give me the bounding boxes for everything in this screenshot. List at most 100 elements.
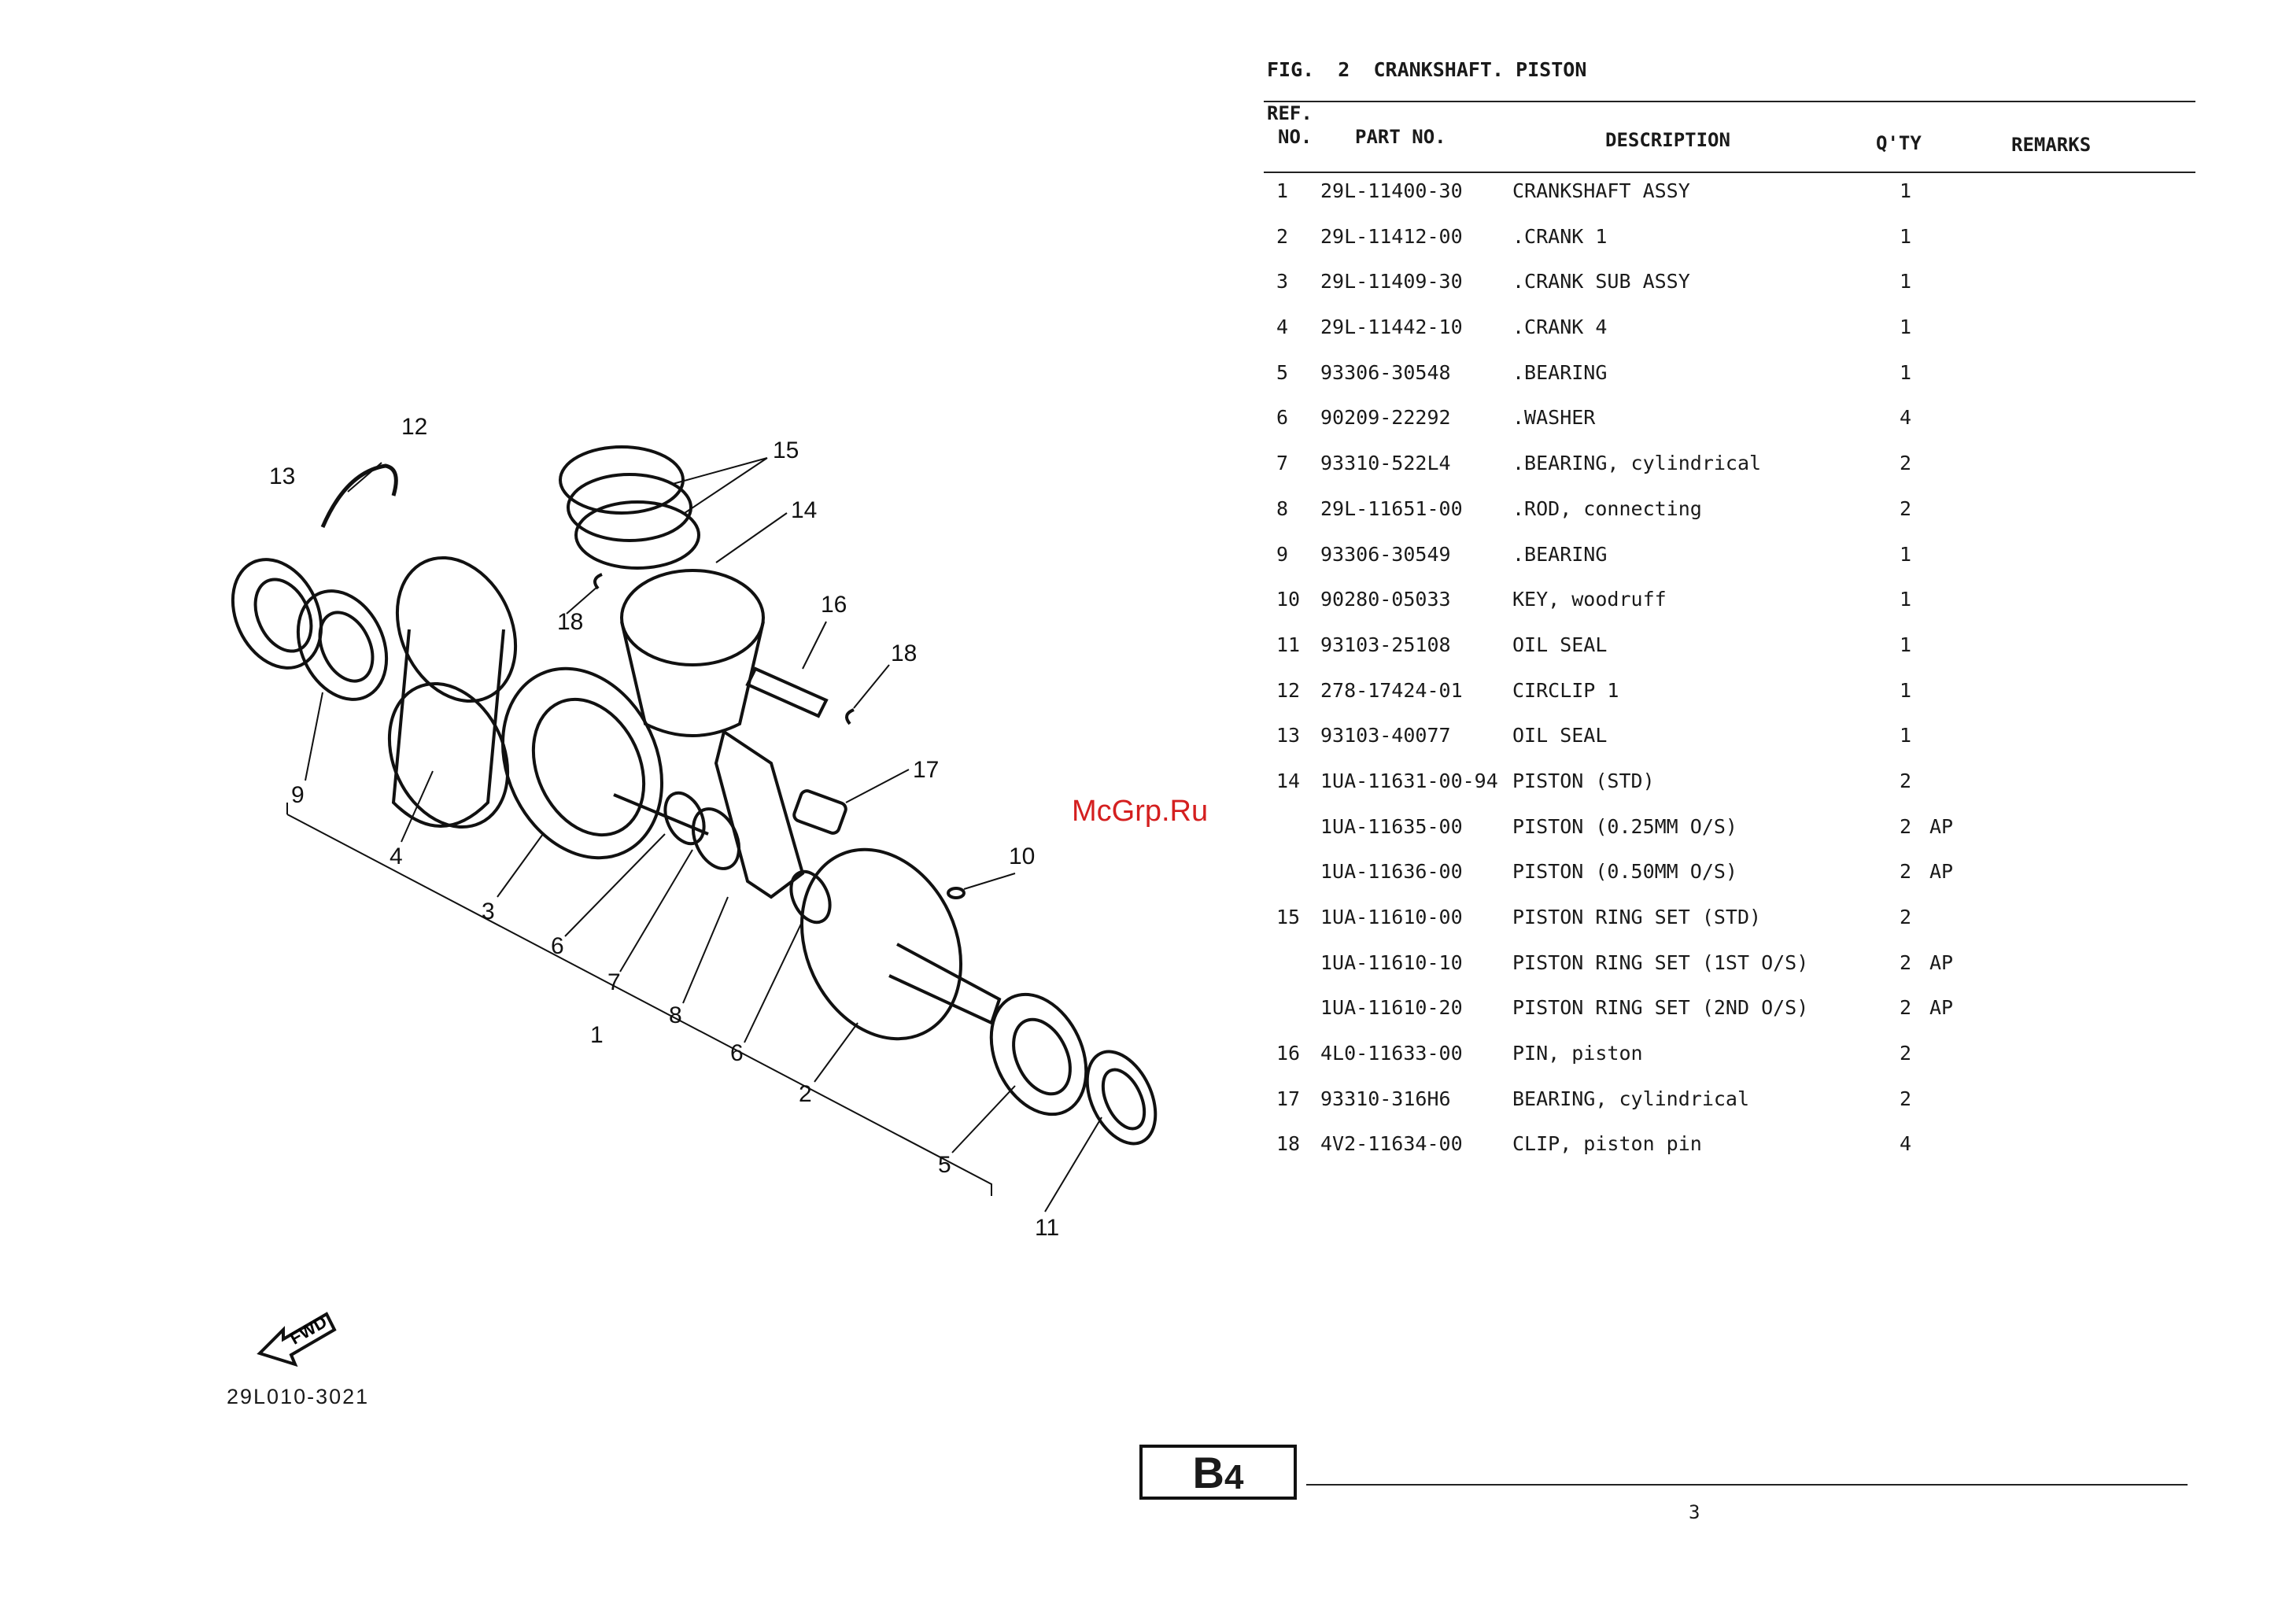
qty-cell: 2 (1900, 496, 1912, 520)
remarks-cell: AP (1929, 860, 1954, 884)
exploded-diagram: 13 12 15 14 18 16 18 17 9 4 3 6 7 1 8 6 … (205, 393, 1228, 1298)
bearing-9 (296, 589, 389, 701)
forward-arrow-icon: FWD (252, 1298, 346, 1369)
qty-cell: 2 (1900, 906, 1912, 928)
ref-cell: 13 (1276, 724, 1301, 747)
piston-pin-16 (745, 666, 829, 718)
qty-cell: 1 (1900, 678, 1912, 702)
description-cell: .BEARING (1512, 360, 1608, 384)
description-cell: .ROD, connecting (1512, 496, 1702, 520)
callout-13: 13 (269, 463, 295, 489)
circlip-12 (320, 463, 398, 528)
figure-title: FIG. 2 CRANKSHAFT. PISTON (1267, 58, 1587, 81)
ref-cell: 6 (1276, 406, 1289, 430)
ref-cell: 9 (1276, 542, 1289, 566)
description-cell: KEY, woodruff (1512, 588, 1667, 611)
qty-cell: 4 (1900, 406, 1912, 430)
crank-2 (799, 847, 1002, 1041)
part-no-cell: 278-17424-01 (1320, 678, 1463, 702)
callout-6a: 6 (551, 933, 564, 959)
description-cell: BEARING, cylindrical (1512, 1087, 1750, 1110)
page-badge-letter: B (1192, 1447, 1224, 1497)
qty-cell: 2 (1900, 452, 1912, 475)
qty-cell: 2 (1900, 814, 1912, 838)
qty-cell: 2 (1900, 769, 1912, 792)
description-cell: PISTON RING SET (1ST O/S) (1512, 950, 1809, 974)
description-cell: .CRANK SUB ASSY (1512, 270, 1690, 293)
header-bottom-rule (1264, 172, 2195, 173)
callout-18b: 18 (891, 640, 917, 666)
callout-3: 3 (482, 899, 495, 925)
ref-cell: 16 (1276, 1042, 1301, 1065)
part-no-cell: 29L-11442-10 (1320, 316, 1463, 339)
bearing-7 (691, 807, 741, 870)
description-cell: CIRCLIP 1 (1512, 678, 1619, 702)
ref-cell: 17 (1276, 1087, 1301, 1110)
ref-cell: 10 (1276, 588, 1301, 611)
col-remarks: REMARKS (2011, 134, 2092, 156)
qty-cell: 2 (1900, 1087, 1912, 1110)
part-no-cell: 93310-316H6 (1320, 1087, 1451, 1110)
page-number: 3 (1689, 1501, 1700, 1523)
description-cell: OIL SEAL (1512, 633, 1608, 656)
washer-6 (663, 791, 706, 846)
table-row: 17 93310-316H6 BEARING, cylindrical 2 (1267, 1087, 2195, 1133)
qty-cell: 4 (1900, 1132, 1912, 1156)
description-cell: .WASHER (1512, 406, 1596, 430)
woodruff-key-10 (947, 887, 966, 899)
piston-14 (620, 569, 765, 737)
header-top-rule (1264, 101, 2195, 102)
footer-rule (1306, 1484, 2188, 1486)
ref-cell: 2 (1276, 224, 1289, 248)
qty-cell: 2 (1900, 996, 1912, 1020)
part-no-cell: 1UA-11636-00 (1320, 860, 1463, 884)
qty-cell: 1 (1900, 542, 1912, 566)
crankshaft-piston-illustration: 13 12 15 14 18 16 18 17 9 4 3 6 7 1 8 6 … (231, 414, 1158, 1241)
callout-7: 7 (607, 969, 621, 995)
part-no-cell: 93310-522L4 (1320, 452, 1451, 475)
part-no-cell: 1UA-11631-00-94 (1320, 769, 1498, 792)
remarks-cell: AP (1929, 996, 1954, 1020)
washer-6b (789, 869, 832, 925)
description-cell: .CRANK 4 (1512, 316, 1608, 339)
remarks-cell: AP (1929, 950, 1954, 974)
callout-4: 4 (390, 843, 403, 869)
crank-4 (387, 555, 518, 829)
qty-cell: 1 (1900, 724, 1912, 747)
col-ref-line1: REF. (1267, 102, 1313, 124)
part-no-cell: 29L-11409-30 (1320, 270, 1463, 293)
callout-6b: 6 (730, 1040, 744, 1066)
qty-cell: 1 (1900, 633, 1912, 656)
ref-cell: 12 (1276, 678, 1301, 702)
description-cell: .BEARING (1512, 542, 1608, 566)
bearing-17 (792, 789, 847, 835)
description-cell: .BEARING, cylindrical (1512, 452, 1762, 475)
callout-1: 1 (590, 1022, 604, 1048)
ref-cell: 7 (1276, 452, 1289, 475)
callout-10: 10 (1009, 843, 1035, 869)
part-no-cell: 1UA-11610-20 (1320, 996, 1463, 1020)
qty-cell: 2 (1900, 950, 1912, 974)
col-ref-line2: NO. (1278, 126, 1313, 148)
oil-seal-13 (231, 558, 323, 670)
qty-cell: 1 (1900, 179, 1912, 202)
part-no-cell: 93306-30548 (1320, 360, 1451, 384)
description-cell: CLIP, piston pin (1512, 1132, 1702, 1156)
oil-seal-11 (1085, 1050, 1158, 1146)
ref-cell: 14 (1276, 769, 1301, 792)
